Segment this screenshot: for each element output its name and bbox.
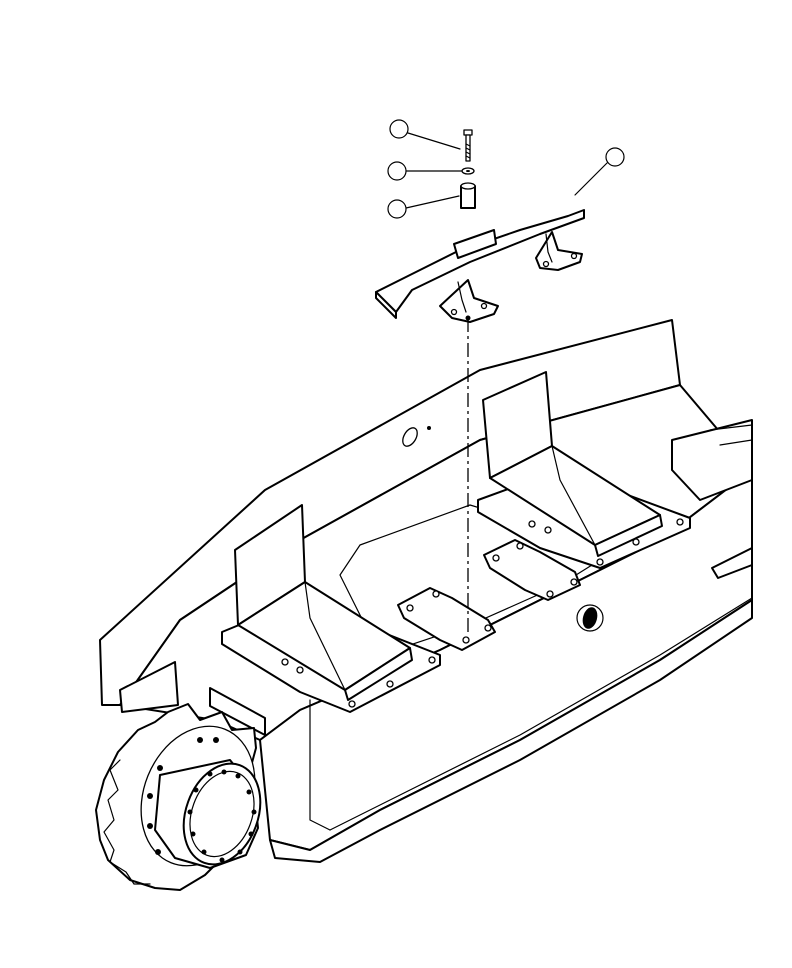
mounting-pad-right (483, 539, 581, 601)
spacer (460, 182, 476, 209)
callout-bubble-4 (605, 147, 625, 167)
travel-motor (154, 759, 262, 869)
mounting-pad-left (397, 587, 496, 651)
guard-bracket (375, 209, 585, 323)
callouts (387, 119, 625, 219)
right-saddle (477, 371, 691, 569)
callout-bubble-2 (387, 161, 407, 181)
callout-bubble-3 (387, 199, 407, 219)
washer (461, 167, 475, 175)
bolt (463, 129, 473, 162)
left-saddle (221, 504, 441, 713)
callout-bubble-1 (389, 119, 409, 139)
